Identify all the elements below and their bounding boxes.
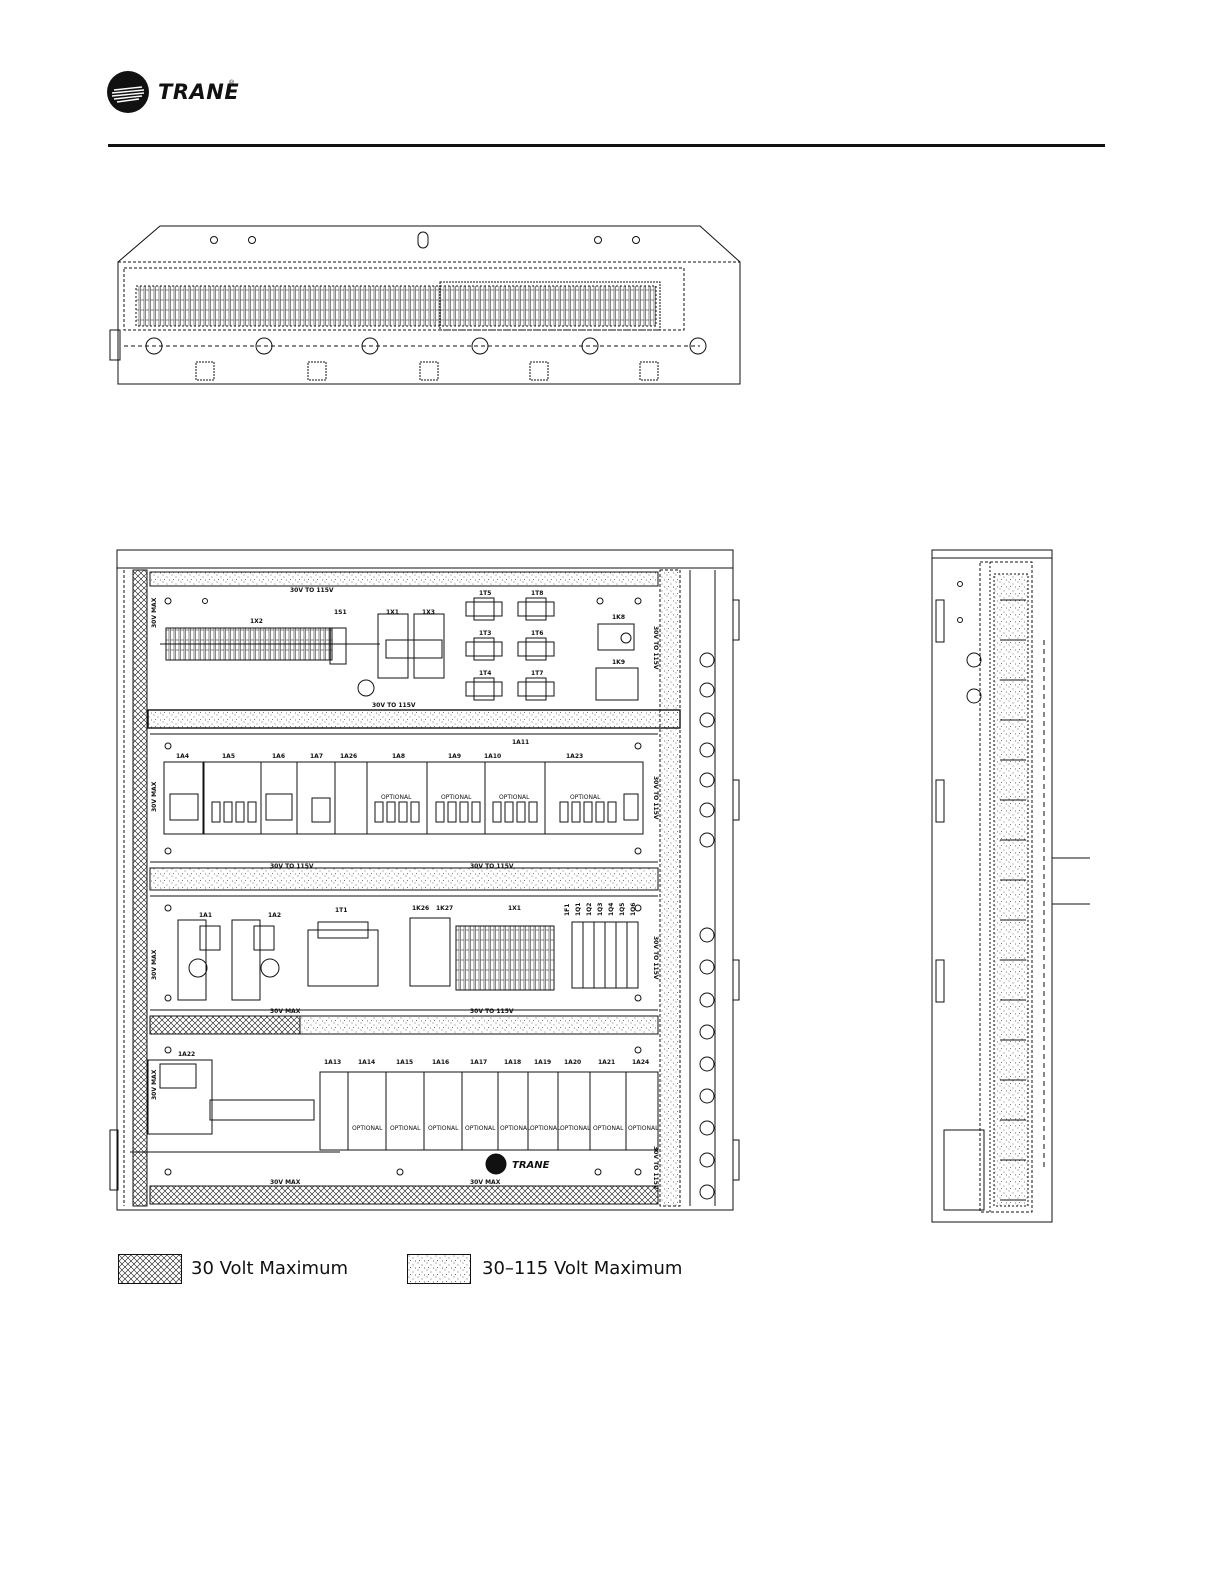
component-label: 1A23 — [566, 753, 583, 760]
panel-brand-label: TRANE — [512, 1160, 550, 1171]
component-label: 1T8 — [531, 590, 543, 597]
logo-registered-mark: ® — [229, 80, 235, 87]
component-label: 1Q3 — [597, 903, 604, 916]
channel-label-30v-115v: 30V TO 115V — [290, 587, 334, 594]
component-label: 1T1 — [335, 907, 347, 914]
vertical-label-30v-115v: 30V TO 115V — [652, 1146, 659, 1190]
component-label: 1Q6 — [630, 903, 637, 916]
component-label: 1F1 — [564, 904, 571, 916]
channel-label-30v-115v: 30V TO 115V — [470, 1008, 514, 1015]
component-label: 1A10 — [484, 753, 501, 760]
vertical-label-30v-115v: 30V TO 115V — [652, 626, 659, 670]
vertical-label-30v-115v: 30V TO 115V — [652, 936, 659, 980]
vertical-label-30v-max: 30V MAX — [151, 1069, 158, 1100]
component-label: 1A8 — [392, 753, 405, 760]
optional-label: OPTIONAL — [593, 1125, 624, 1132]
channel-label-30v-115v: 30V TO 115V — [470, 863, 514, 870]
vertical-label-30v-max: 30V MAX — [151, 597, 158, 628]
component-label: 1Q5 — [619, 903, 626, 916]
optional-label: OPTIONAL — [628, 1125, 659, 1132]
logo-wordmark: TRANE — [158, 80, 240, 104]
component-label: 1T6 — [531, 630, 543, 637]
component-label: 1A20 — [564, 1059, 581, 1066]
component-label: 1A13 — [324, 1059, 341, 1066]
channel-label-30v-max: 30V MAX — [270, 1179, 301, 1186]
component-label: 1A4 — [176, 753, 189, 760]
legend-crosshatch-swatch — [118, 1254, 182, 1284]
legend-label-30-115v: 30–115 Volt Maximum — [482, 1258, 683, 1279]
component-label: 1A24 — [632, 1059, 649, 1066]
component-label: 1A5 — [222, 753, 235, 760]
side-view — [931, 549, 1090, 1223]
component-label: 1K8 — [612, 614, 625, 621]
optional-label: OPTIONAL — [499, 794, 530, 801]
legend-stipple-swatch — [407, 1254, 471, 1284]
optional-label: OPTIONAL — [428, 1125, 459, 1132]
channel-label-30v-max: 30V MAX — [270, 1008, 301, 1015]
trane-logo-icon — [107, 71, 149, 113]
component-label: 1A6 — [272, 753, 285, 760]
component-label: 1X3 — [422, 609, 435, 616]
vertical-label-30v-115v: 30V TO 115V — [652, 776, 659, 820]
header-rule — [108, 144, 1105, 147]
component-label: 1A19 — [534, 1059, 551, 1066]
component-label: 1A18 — [504, 1059, 521, 1066]
optional-label: OPTIONAL — [352, 1125, 383, 1132]
optional-label: OPTIONAL — [441, 794, 472, 801]
optional-label: OPTIONAL — [530, 1125, 561, 1132]
component-label: 1A14 — [358, 1059, 375, 1066]
component-label: 1K27 — [436, 905, 453, 912]
component-label: 1A7 — [310, 753, 323, 760]
component-label: 1A9 — [448, 753, 461, 760]
optional-label: OPTIONAL — [390, 1125, 421, 1132]
component-label: 1K9 — [612, 659, 625, 666]
vertical-label-30v-max: 30V MAX — [151, 949, 158, 980]
component-label: 1K26 — [412, 905, 429, 912]
component-label: 1A21 — [598, 1059, 615, 1066]
optional-label: OPTIONAL — [381, 794, 412, 801]
channel-label-30v-115v: 30V TO 115V — [270, 863, 314, 870]
component-label: 1X1 — [386, 609, 399, 616]
component-label: 1A16 — [432, 1059, 449, 1066]
component-label: 1X1 — [508, 905, 521, 912]
component-label: 1T4 — [479, 670, 491, 677]
optional-label: OPTIONAL — [500, 1125, 531, 1132]
optional-label: OPTIONAL — [570, 794, 601, 801]
component-label: 1A15 — [396, 1059, 413, 1066]
channel-label-30v-max: 30V MAX — [470, 1179, 501, 1186]
component-label: 1T5 — [479, 590, 491, 597]
channel-label-30v-115v: 30V TO 115V — [372, 702, 416, 709]
component-label: 1A2 — [268, 912, 281, 919]
legend-label-30v: 30 Volt Maximum — [191, 1258, 349, 1279]
component-label: 1T7 — [531, 670, 543, 677]
component-label: 1A11 — [512, 739, 529, 746]
component-label: 1A17 — [470, 1059, 487, 1066]
component-label: 1X2 — [250, 618, 263, 625]
component-label: 1Q4 — [608, 903, 615, 916]
component-label: 1Q1 — [575, 903, 582, 916]
component-label: 1Q2 — [586, 903, 593, 916]
component-label: 1T3 — [479, 630, 491, 637]
component-label: 1A26 — [340, 753, 357, 760]
component-label: 1A1 — [199, 912, 212, 919]
top-view — [109, 225, 741, 385]
vertical-label-30v-max: 30V MAX — [151, 781, 158, 812]
optional-label: OPTIONAL — [465, 1125, 496, 1132]
component-label: 1S1 — [334, 609, 347, 616]
component-label: 1A22 — [178, 1051, 195, 1058]
front-view — [109, 549, 740, 1211]
optional-label: OPTIONAL — [560, 1125, 591, 1132]
